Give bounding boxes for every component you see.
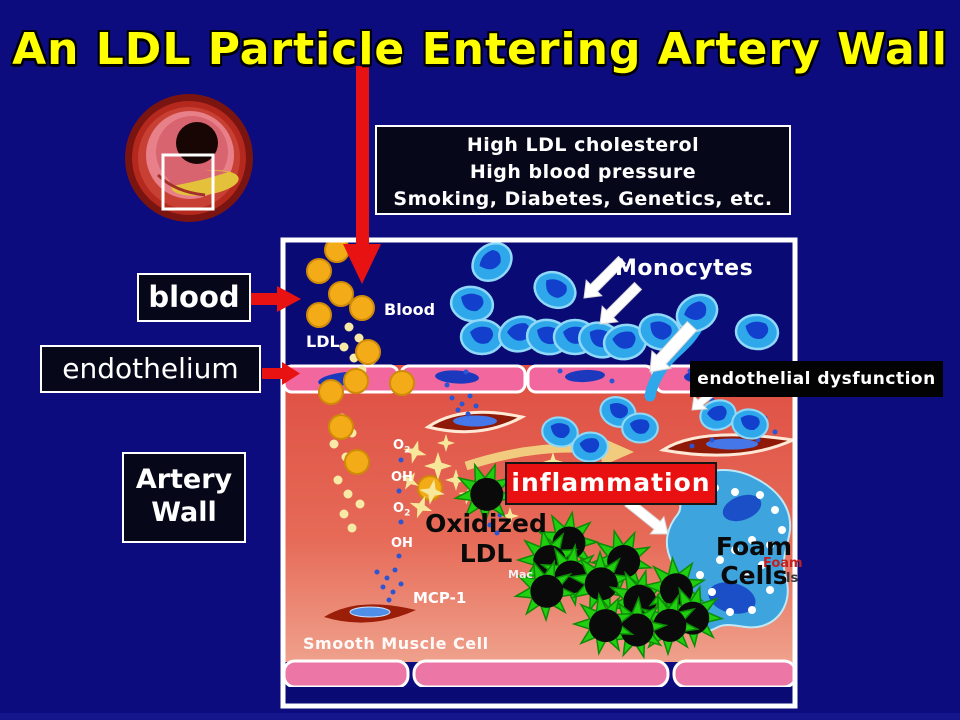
artery-cross-section-thumbnail [125, 94, 253, 222]
foam-cells-label: Foam Cells [715, 532, 793, 590]
o2-radical-label: O2 [393, 438, 411, 456]
risk-line: High LDL cholesterol [466, 134, 700, 156]
title-down-arrow [343, 66, 381, 284]
label-artery-wall: Artery Wall [122, 452, 246, 543]
blood-arrow [251, 286, 301, 312]
smooth-muscle-cells [324, 410, 793, 623]
slide-title: An LDL Particle Entering Artery Wall [12, 24, 948, 75]
inflammation-box: inflammation [505, 462, 717, 505]
oh-radical-label: OH [391, 536, 413, 551]
mcp1-label: MCP-1 [413, 589, 467, 607]
label-endothelium: endothelium [40, 345, 261, 393]
endothelium-arrow [262, 362, 300, 385]
foam-cells-underlay: Foam [763, 556, 803, 571]
smooth-muscle-cell-label: Smooth Muscle Cell [303, 634, 489, 653]
oh-radical-label: OH [391, 470, 413, 485]
artery-diagram [285, 242, 793, 704]
monocytes-label: Monocytes [615, 256, 754, 281]
plaque-highlight-box [161, 153, 215, 211]
label-blood: blood [137, 273, 251, 322]
blood-label: Blood [384, 300, 436, 319]
bottom-edge-strip [0, 713, 960, 720]
oxidized-ldl-label: Oxidized LDL [425, 509, 547, 568]
diagram-frame [280, 237, 798, 709]
risk-line: High blood pressure [469, 161, 697, 183]
risk-factors-box: High LDL cholesterol High blood pressure… [375, 125, 791, 215]
macrophage-partial-label: Mac [508, 568, 533, 581]
foam-cells-underlay: ls [786, 571, 799, 586]
ldl-label: LDL [306, 332, 340, 351]
risk-line: Smoking, Diabetes, Genetics, etc. [393, 188, 773, 210]
o2-radical-label: O2 [393, 501, 411, 519]
smooth-muscle-strip [285, 659, 793, 704]
endothelial-dysfunction-box: endothelial dysfunction [690, 361, 943, 397]
